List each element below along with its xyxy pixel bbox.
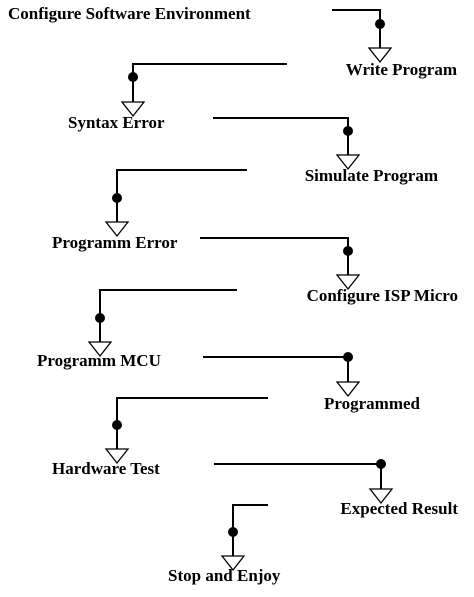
step-label: Programm MCU bbox=[37, 351, 161, 370]
junction-dot bbox=[343, 246, 353, 256]
arrow-head-icon bbox=[220, 555, 246, 572]
arrow-head-icon bbox=[120, 101, 146, 118]
connectors-layer bbox=[87, 9, 394, 572]
connector-arrow bbox=[203, 352, 361, 398]
step-label: Configure Software Environment bbox=[8, 4, 251, 23]
arrow-head-icon bbox=[367, 47, 393, 64]
connector-arrow bbox=[332, 9, 393, 64]
step-label: Expected Result bbox=[340, 499, 458, 518]
step-label: Programm Error bbox=[52, 233, 178, 252]
step-label: Stop and Enjoy bbox=[168, 566, 281, 585]
junction-dot bbox=[112, 420, 122, 430]
step-label: Write Program bbox=[346, 60, 457, 79]
connector-arrow bbox=[104, 397, 268, 465]
step-label: Programmed bbox=[324, 394, 421, 413]
step-label: Simulate Program bbox=[305, 166, 438, 185]
connector-arrow bbox=[120, 63, 287, 118]
junction-dot bbox=[376, 459, 386, 469]
arrow-head-icon bbox=[335, 274, 361, 291]
arrow-head-icon bbox=[87, 341, 113, 358]
junction-dot bbox=[375, 19, 385, 29]
arrow-head-icon bbox=[335, 381, 361, 398]
step-label: Configure ISP Micro bbox=[307, 286, 458, 305]
arrow-head-icon bbox=[368, 488, 394, 505]
step-label: Hardware Test bbox=[52, 459, 160, 478]
junction-dot bbox=[228, 527, 238, 537]
junction-dot bbox=[95, 313, 105, 323]
connector-arrow bbox=[104, 169, 247, 238]
junction-dot bbox=[112, 193, 122, 203]
arrow-head-icon bbox=[335, 154, 361, 171]
junction-dot bbox=[343, 352, 353, 362]
connector-arrow bbox=[213, 117, 361, 171]
connector-arrow bbox=[200, 237, 361, 291]
arrow-head-icon bbox=[104, 221, 130, 238]
junction-dot bbox=[343, 126, 353, 136]
junction-dot bbox=[128, 72, 138, 82]
connector-arrow bbox=[214, 459, 394, 505]
connector-arrow bbox=[220, 504, 268, 572]
connector-arrow bbox=[87, 289, 237, 358]
step-label: Syntax Error bbox=[68, 113, 165, 132]
arrow-head-icon bbox=[104, 448, 130, 465]
